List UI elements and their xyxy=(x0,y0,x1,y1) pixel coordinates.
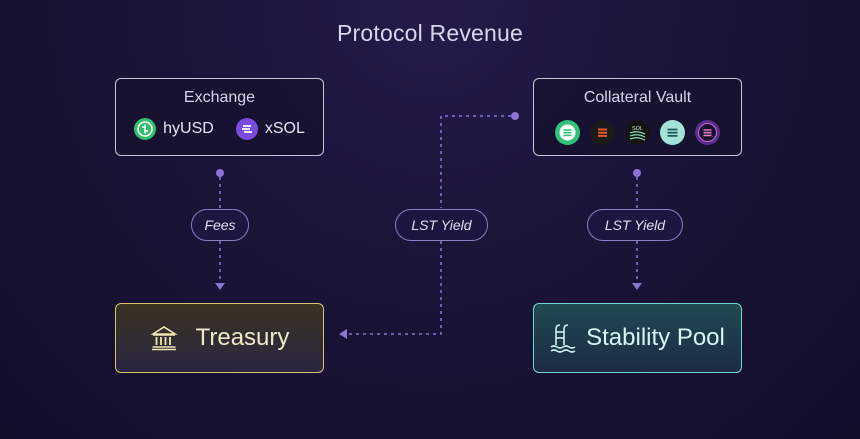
lst-yield-start-dot xyxy=(511,112,519,120)
lst-yield-arrowhead xyxy=(339,329,347,339)
lst-yield-pool-pill: LST Yield xyxy=(587,209,683,241)
lst-yield-line-top xyxy=(440,115,511,208)
pool-yield-start-dot xyxy=(633,169,641,177)
token-xsol-label: xSOL xyxy=(264,120,305,137)
collateral-vault-box: Collateral Vault SOL xyxy=(533,78,742,156)
sol-icon: SOL xyxy=(625,120,650,145)
hyusd-icon xyxy=(134,118,157,140)
lst-green-icon xyxy=(555,120,580,145)
vault-coins: SOL xyxy=(534,120,741,145)
token-hyusd-label: hyUSD xyxy=(163,120,214,137)
fees-arrowhead xyxy=(215,283,225,290)
svg-text:SOL: SOL xyxy=(632,126,643,132)
stability-pool-label: Stability Pool xyxy=(586,324,725,351)
exchange-box: Exchange hyUSD xSOL xyxy=(115,78,324,156)
treasury-label: Treasury xyxy=(195,324,290,351)
treasury-box: Treasury xyxy=(115,303,324,373)
token-hyusd: hyUSD xyxy=(134,118,214,140)
vault-title: Collateral Vault xyxy=(583,89,692,106)
lst-teal-icon xyxy=(660,120,685,145)
token-xsol: xSOL xyxy=(235,118,305,140)
diagram-title: Protocol Revenue xyxy=(336,20,524,46)
pool-ladder-icon xyxy=(550,324,576,353)
pool-yield-arrowhead xyxy=(632,283,642,290)
lst-yield-treasury-pill: LST Yield xyxy=(395,209,488,241)
lst-orange-icon xyxy=(590,120,615,145)
exchange-tokens: hyUSD xSOL xyxy=(116,118,323,140)
stability-pool-box: Stability Pool xyxy=(533,303,742,373)
lst-purple-icon xyxy=(695,120,720,145)
fees-start-dot xyxy=(216,169,224,177)
lst-yield-line-bottom xyxy=(348,241,442,335)
exchange-title: Exchange xyxy=(183,89,256,106)
fees-pill: Fees xyxy=(191,209,249,241)
bank-icon xyxy=(149,326,178,351)
xsol-icon xyxy=(235,118,258,140)
